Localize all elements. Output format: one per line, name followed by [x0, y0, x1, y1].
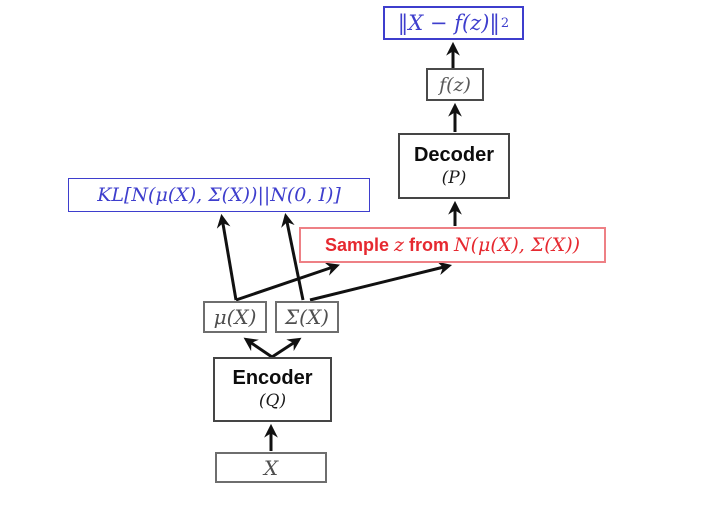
input-x-box: X [215, 452, 327, 483]
arrow-encoder-to-sigma [271, 337, 302, 359]
from-word: from [409, 234, 450, 255]
encoder-box: Encoder (Q) [213, 357, 332, 422]
sample-z-box: Sample z from N(μ(X), Σ(X)) [299, 227, 606, 263]
arrow-encoder-to-mu [243, 337, 273, 359]
arrow-mu-to-sample [235, 262, 340, 302]
decoder-label: Decoder [413, 143, 495, 166]
arrow-sigma-to-sample [309, 261, 453, 302]
sigma-box: Σ(X) [275, 301, 339, 333]
sample-word: Sample [324, 234, 389, 255]
fz-label: f(z) [439, 73, 471, 96]
kl-divergence-box: KL[N(μ(X), Σ(X))||N(0, I)] [68, 178, 370, 212]
encoder-label: Encoder [232, 367, 313, 390]
squared-exponent: 2 [500, 15, 510, 31]
fz-box: f(z) [426, 68, 484, 101]
reconstruction-loss-formula: ‖X − f(z)‖ [397, 11, 500, 35]
z-symbol: z [394, 234, 405, 256]
decoder-box: Decoder (P) [398, 133, 510, 199]
kl-divergence-formula: KL[N(μ(X), Σ(X))||N(0, I)] [97, 184, 341, 206]
mu-box: μ(X) [203, 301, 267, 333]
normal-distribution-formula: N(μ(X), Σ(X)) [454, 234, 581, 256]
reconstruction-loss-box: ‖X − f(z)‖2 [383, 6, 524, 40]
decoder-param: (P) [441, 167, 467, 188]
mu-label: μ(X) [213, 305, 257, 329]
arrow-mu-to-kl [216, 213, 238, 301]
sigma-label: Σ(X) [285, 305, 329, 329]
input-x-label: X [263, 455, 279, 480]
arrow-sigma-to-kl [281, 212, 305, 301]
encoder-param: (Q) [258, 391, 287, 412]
